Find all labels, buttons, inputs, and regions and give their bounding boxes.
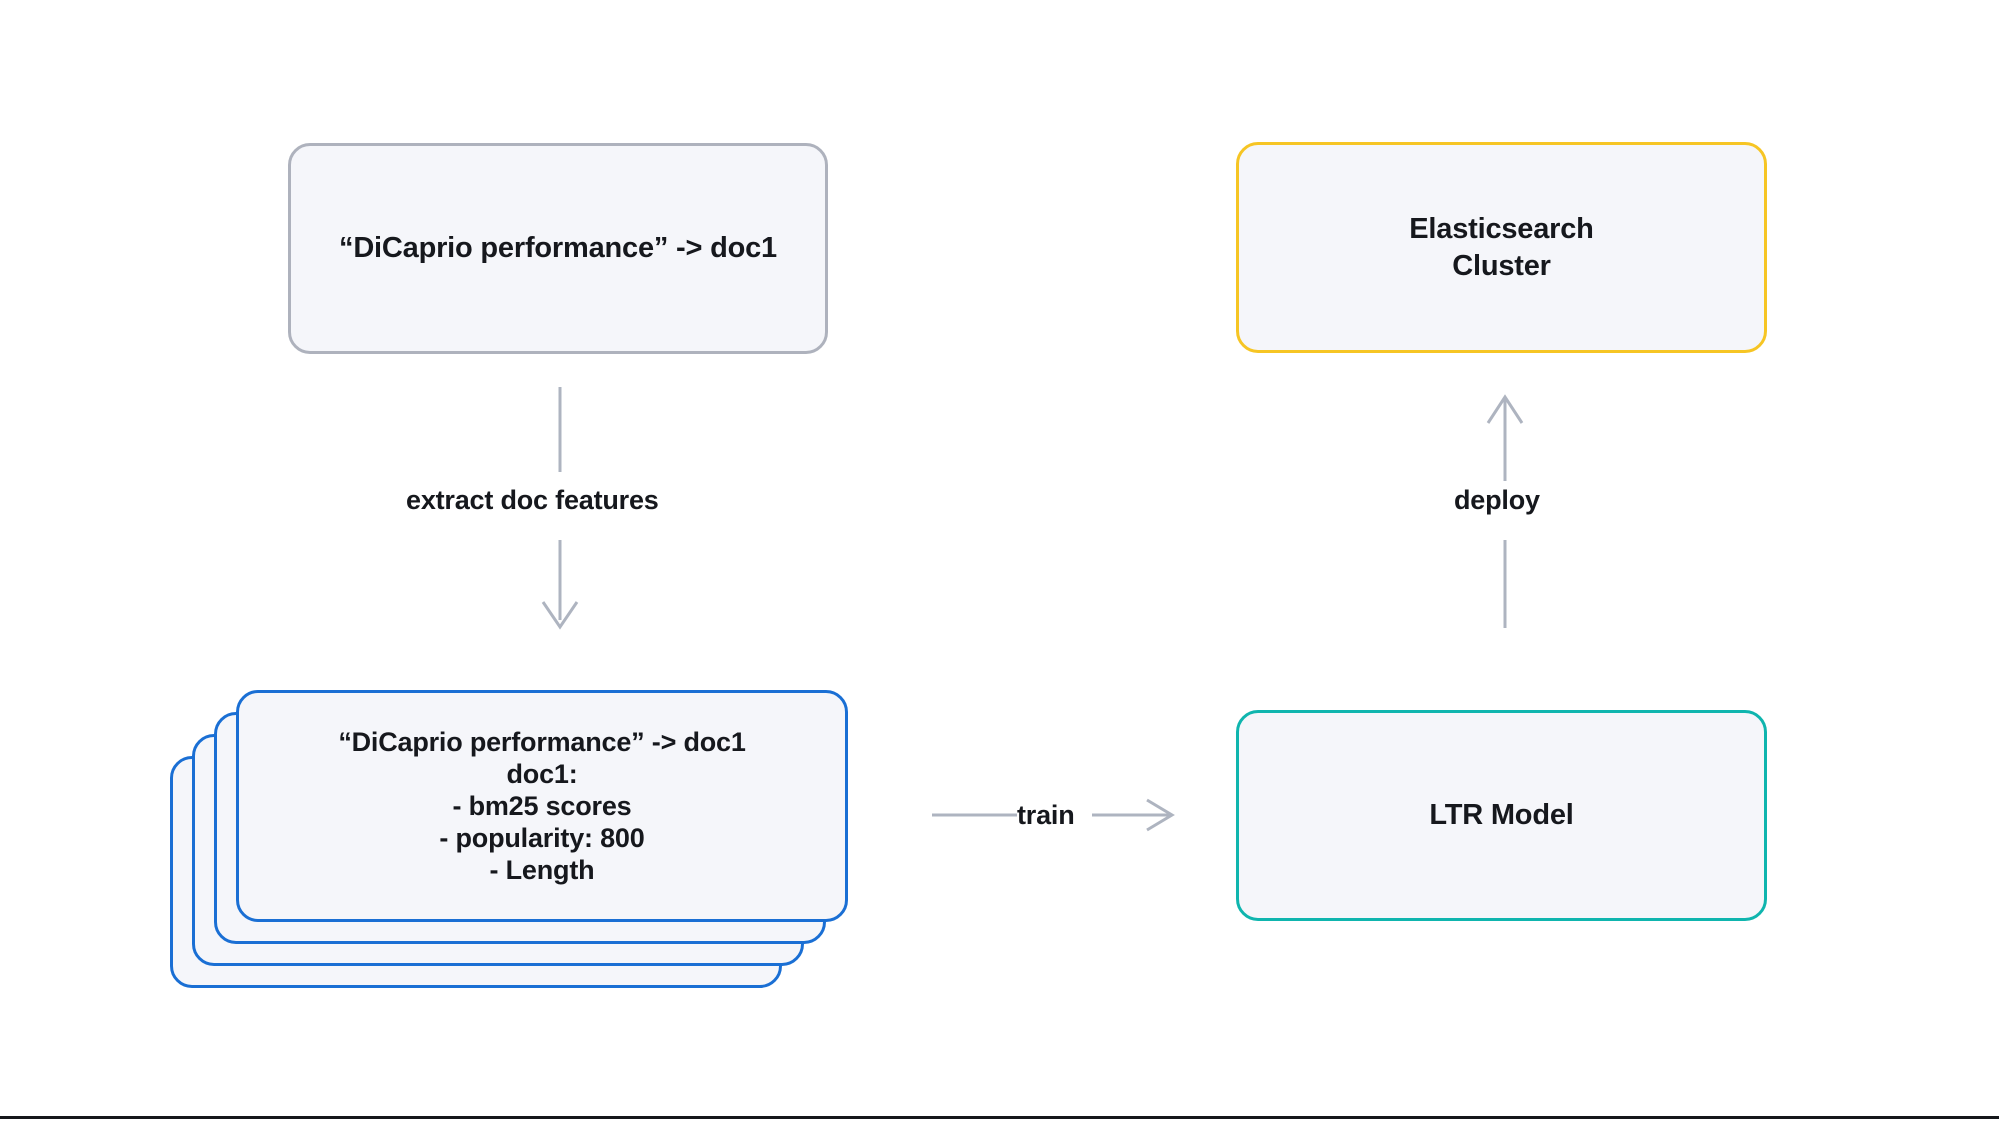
- node-ltr-model-label: LTR Model: [1429, 799, 1574, 832]
- edge-extract-line-bottom: [541, 540, 579, 630]
- edge-extract-line-top: [558, 387, 562, 472]
- node-elasticsearch-cluster[interactable]: Elasticsearch Cluster: [1236, 142, 1767, 353]
- edge-train-line-left: [932, 813, 1017, 817]
- feature-card-front-label: “DiCaprio performance” -> doc1 doc1: - b…: [338, 726, 746, 886]
- node-elasticsearch-cluster-label: Elasticsearch Cluster: [1409, 212, 1594, 282]
- node-feature-cards-stack[interactable]: “DiCaprio performance” -> doc1 doc1: - b…: [170, 690, 890, 1020]
- edge-deploy-line-bottom: [1503, 540, 1507, 628]
- edge-deploy-line-top: [1486, 394, 1524, 481]
- bottom-divider: [0, 1116, 1999, 1119]
- node-query-doc-label: “DiCaprio performance” -> doc1: [339, 232, 777, 265]
- node-query-doc[interactable]: “DiCaprio performance” -> doc1: [288, 143, 828, 354]
- edge-train-line-right: [1092, 798, 1175, 832]
- edge-label-train: train: [1017, 800, 1075, 830]
- feature-card-front[interactable]: “DiCaprio performance” -> doc1 doc1: - b…: [236, 690, 848, 922]
- node-ltr-model[interactable]: LTR Model: [1236, 710, 1767, 921]
- edge-label-deploy: deploy: [1454, 485, 1540, 515]
- edge-label-extract-doc-features: extract doc features: [406, 485, 659, 515]
